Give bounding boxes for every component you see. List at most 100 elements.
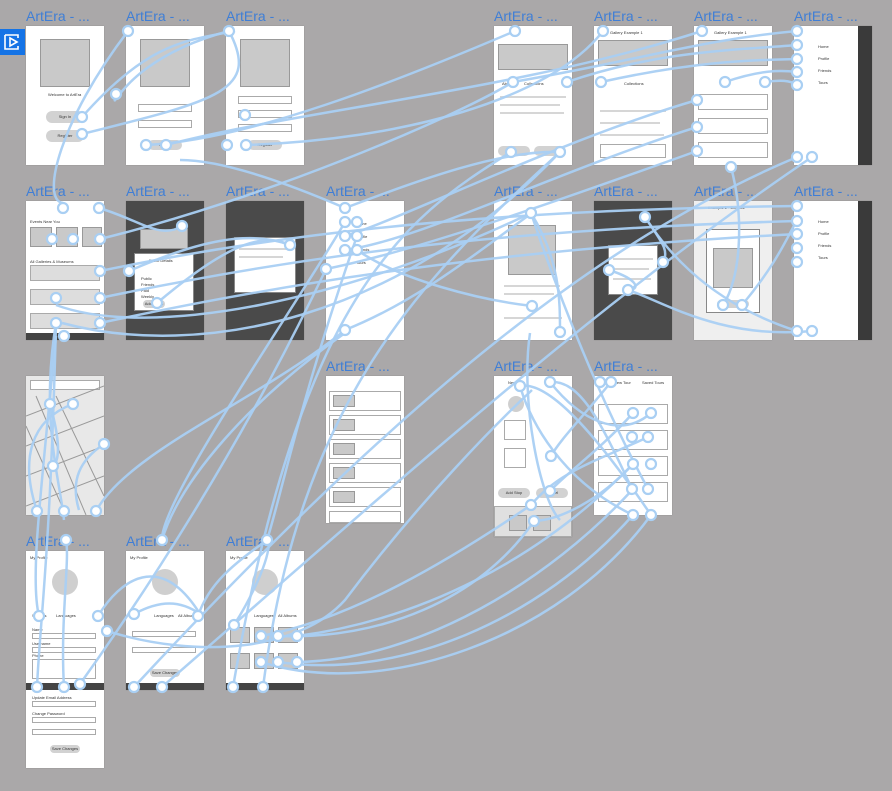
artboard-gallery-info[interactable]: Gallery Example 1 bbox=[694, 26, 772, 165]
email-field[interactable] bbox=[32, 701, 96, 707]
list-item[interactable] bbox=[329, 439, 401, 459]
tour-modal[interactable] bbox=[608, 245, 658, 295]
artboard-title[interactable]: ArtEra - ... bbox=[226, 8, 290, 24]
tab-all-albums[interactable]: All Albums bbox=[278, 613, 297, 618]
album-thumb[interactable] bbox=[278, 653, 298, 669]
artboard-title[interactable]: ArtEra - ... bbox=[794, 8, 858, 24]
artboard-map[interactable] bbox=[26, 376, 104, 515]
stop-strip[interactable] bbox=[494, 506, 572, 537]
menu-item-profile[interactable]: Profile bbox=[356, 234, 368, 239]
artboard-profile-languages[interactable]: My Profile Languages All Albums Save Cha… bbox=[126, 551, 204, 690]
list-item[interactable] bbox=[698, 118, 768, 134]
tab-collections[interactable]: Collections bbox=[524, 81, 544, 86]
tour-row[interactable] bbox=[598, 430, 668, 450]
register-button[interactable]: Register bbox=[248, 140, 282, 150]
sign-in-button[interactable]: Sign In bbox=[46, 111, 84, 123]
tour-row[interactable] bbox=[598, 482, 668, 502]
username-field[interactable] bbox=[238, 110, 292, 118]
artboard-home[interactable]: Events Near You All Galleries & Museums bbox=[26, 201, 104, 340]
sign-in-button[interactable]: Sign In bbox=[148, 140, 182, 150]
artboard-title[interactable]: ArtEra - ... bbox=[226, 183, 290, 199]
bottom-nav-bar[interactable] bbox=[26, 683, 104, 690]
register-button[interactable]: Register bbox=[46, 130, 84, 142]
event-thumb[interactable] bbox=[30, 227, 52, 247]
gallery-row[interactable] bbox=[30, 265, 100, 281]
gallery-row[interactable] bbox=[30, 289, 100, 305]
avatar[interactable] bbox=[152, 569, 178, 595]
artboard-list[interactable] bbox=[326, 376, 404, 523]
password-field[interactable] bbox=[32, 717, 96, 723]
avatar[interactable] bbox=[52, 569, 78, 595]
artboard-title[interactable]: ArtEra - ... bbox=[126, 8, 190, 24]
menu-item-tours[interactable]: Tours bbox=[818, 255, 828, 260]
artboard-title[interactable]: ArtEra - ... bbox=[694, 8, 758, 24]
artboard-gallery-about[interactable]: About Collections bbox=[494, 26, 572, 165]
artboard-welcome[interactable]: Welcome to ArtEra Sign In Register bbox=[26, 26, 104, 165]
bottom-nav-bar[interactable] bbox=[126, 683, 204, 690]
artboard-title[interactable]: ArtEra - ... bbox=[26, 8, 90, 24]
language-field[interactable] bbox=[132, 631, 196, 637]
artboard-side-menu[interactable]: Home Profile Friends Tours bbox=[794, 26, 872, 165]
action-button[interactable] bbox=[498, 146, 530, 156]
list-item[interactable] bbox=[698, 94, 768, 110]
menu-item-home[interactable]: Home bbox=[818, 44, 829, 49]
artboard-title[interactable]: ArtEra - ... bbox=[594, 358, 658, 374]
menu-item-home[interactable]: Home bbox=[818, 219, 829, 224]
artboard-title[interactable]: ArtEra - ... bbox=[326, 358, 390, 374]
artboard-side-menu-3[interactable]: Home Profile Friends Tours bbox=[794, 201, 872, 340]
tour-row[interactable] bbox=[598, 456, 668, 476]
artboard-exhibit[interactable]: Example 1 - Exhibits bbox=[694, 201, 772, 340]
menu-item-friends[interactable]: Friends bbox=[356, 247, 370, 252]
audio-scrubber[interactable] bbox=[504, 317, 562, 319]
menu-item-tours[interactable]: Tours bbox=[818, 80, 828, 85]
album-thumb[interactable] bbox=[230, 653, 250, 669]
view-button[interactable] bbox=[717, 300, 749, 308]
list-item[interactable] bbox=[698, 142, 768, 158]
action-button[interactable] bbox=[534, 146, 566, 156]
artboard-saved-tours[interactable]: New Tour Saved Tours bbox=[594, 376, 672, 515]
option-friends[interactable]: Friends bbox=[141, 282, 155, 287]
artboard-signin[interactable]: Sign In bbox=[126, 26, 204, 165]
cancel-button[interactable]: Cancel bbox=[536, 488, 568, 498]
add-event-button[interactable]: Add Event bbox=[143, 300, 165, 308]
artboard-tour-modal[interactable] bbox=[594, 201, 672, 340]
menu-item-friends[interactable]: Friends bbox=[818, 68, 832, 73]
artboard-title[interactable]: ArtEra - ... bbox=[794, 183, 858, 199]
artboard-title[interactable]: ArtEra - ... bbox=[494, 358, 558, 374]
artboard-artwork[interactable] bbox=[494, 201, 572, 340]
artboard-gallery-collections[interactable]: Gallery Example 1 Collections bbox=[594, 26, 672, 165]
artboard-register[interactable]: Register bbox=[226, 26, 304, 165]
artboard-side-menu-2[interactable]: Home Profile Friends Tours bbox=[326, 201, 404, 340]
album-thumb[interactable] bbox=[254, 627, 274, 643]
menu-item-tours[interactable]: Tours bbox=[356, 260, 366, 265]
language-field[interactable] bbox=[132, 647, 196, 653]
artboard-gallery-modal[interactable] bbox=[226, 201, 304, 340]
artboard-title[interactable]: ArtEra - ... bbox=[326, 183, 390, 199]
tab-all-albums[interactable]: All Albums bbox=[178, 613, 197, 618]
artboard-title[interactable]: ArtEra - ... bbox=[494, 8, 558, 24]
gallery-row[interactable] bbox=[30, 313, 100, 329]
tour-row[interactable] bbox=[598, 404, 668, 424]
event-details-modal[interactable]: Event Details Public Friends Paid Weekly… bbox=[134, 253, 194, 311]
event-thumb[interactable] bbox=[56, 227, 78, 247]
menu-item-profile[interactable]: Profile bbox=[818, 231, 830, 236]
stop-slot[interactable] bbox=[504, 420, 526, 440]
artboard-title[interactable]: ArtEra - ... bbox=[694, 183, 758, 199]
event-thumb[interactable] bbox=[82, 227, 102, 247]
tab-languages[interactable]: Languages bbox=[254, 613, 274, 618]
stop-thumb[interactable] bbox=[533, 515, 551, 531]
tab-saved-tours[interactable]: Saved Tours bbox=[642, 380, 665, 385]
add-stop-button[interactable]: Add Stop bbox=[498, 488, 530, 498]
comment-box[interactable] bbox=[600, 144, 666, 158]
flow-hotspot[interactable] bbox=[109, 87, 123, 101]
artboard-title[interactable]: ArtEra - ... bbox=[594, 8, 658, 24]
option-paid[interactable]: Paid bbox=[141, 288, 150, 293]
menu-item-friends[interactable]: Friends bbox=[818, 243, 832, 248]
exhibit-card[interactable] bbox=[706, 229, 760, 313]
list-item[interactable] bbox=[329, 487, 401, 507]
artboard-title[interactable]: ArtEra - ... bbox=[594, 183, 658, 199]
artboard-profile-settings[interactable]: My Profile Settings Languages Name Usern… bbox=[26, 551, 104, 768]
tab-settings[interactable]: Settings bbox=[32, 613, 47, 618]
tab-languages[interactable]: Languages bbox=[56, 613, 76, 618]
bottom-nav-bar[interactable] bbox=[26, 333, 104, 340]
